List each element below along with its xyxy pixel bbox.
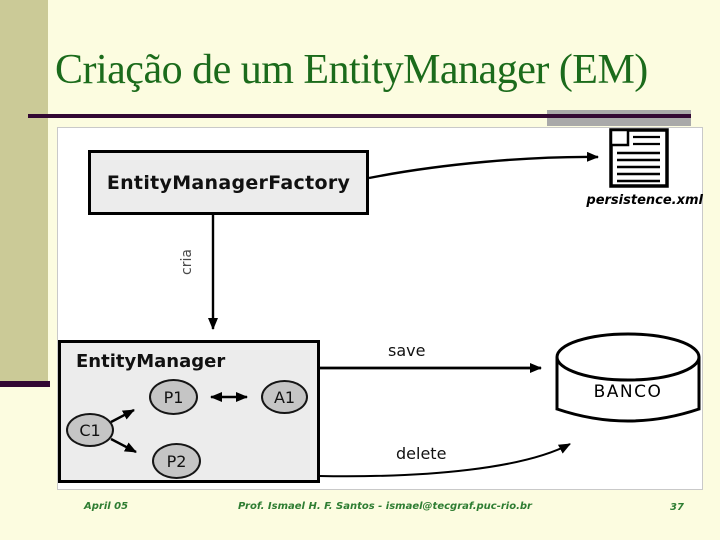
page-title: Criação de um EntityManager (EM) [55, 47, 648, 93]
node-p1: P1 [149, 379, 198, 415]
footer-author: Prof. Ismael H. F. Santos - ismael@tecgr… [238, 501, 532, 512]
save-label: save [388, 341, 426, 360]
title-underline-accent [547, 110, 691, 126]
title-underline [28, 114, 691, 118]
entitymanager-label: EntityManager [76, 351, 226, 372]
persistence-file-label: persistence.xml [586, 193, 703, 208]
cria-label: cria [179, 249, 195, 275]
sidebar-accent-bar [0, 0, 48, 381]
banco-label: BANCO [593, 382, 663, 402]
delete-label: delete [396, 444, 447, 463]
node-p2-label: P2 [166, 451, 187, 471]
node-c1: C1 [66, 413, 114, 447]
entitymanagerfactory-label: EntityManagerFactory [106, 171, 351, 194]
entitymanagerfactory-box: EntityManagerFactory [88, 150, 369, 215]
node-p2: P2 [152, 443, 201, 479]
node-a1: A1 [261, 380, 308, 414]
footer-date: April 05 [84, 501, 129, 512]
node-c1-label: C1 [79, 420, 101, 440]
node-p1-label: P1 [163, 387, 184, 407]
footer-page-number: 37 [670, 502, 684, 513]
node-a1-label: A1 [273, 387, 296, 407]
sidebar-underline-bar [0, 381, 50, 387]
